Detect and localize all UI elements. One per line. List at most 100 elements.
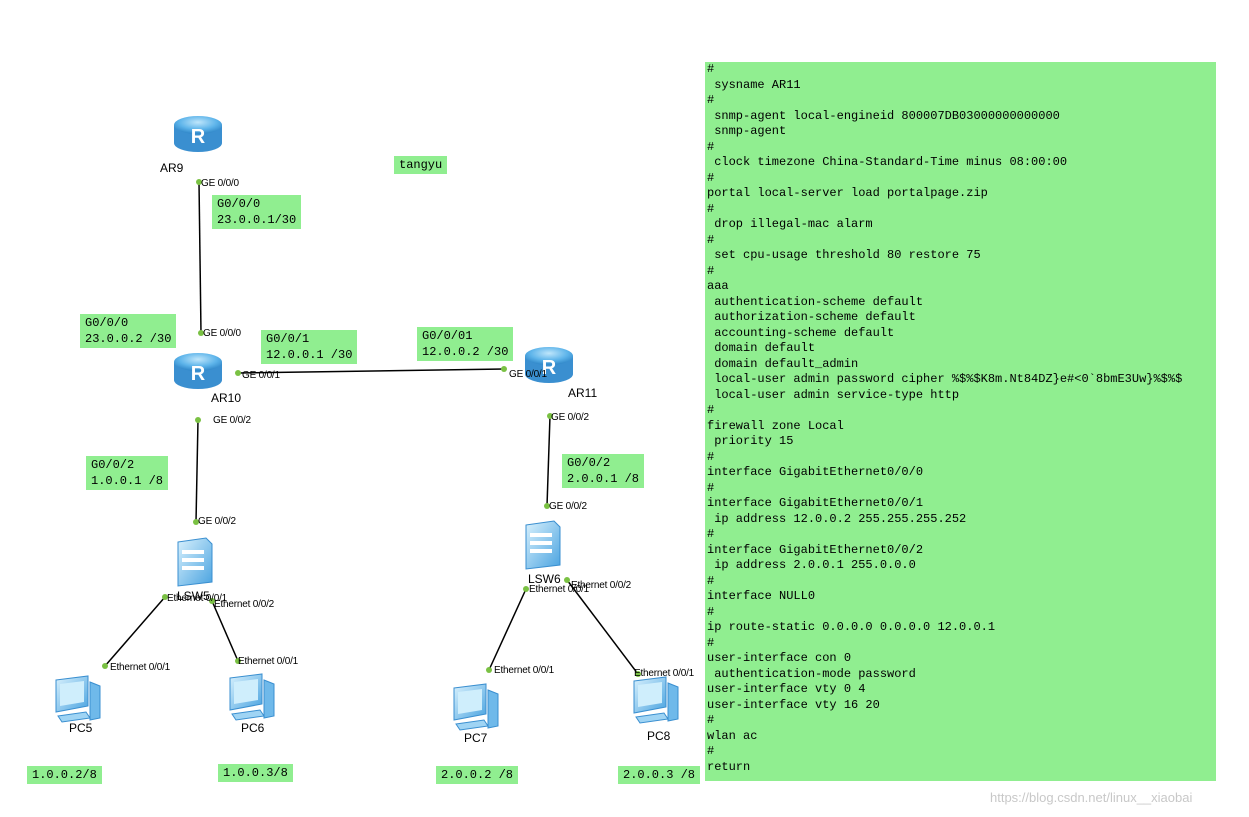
port-dot xyxy=(547,413,553,419)
config-line: priority 15 xyxy=(707,434,794,448)
port-label-lsw5-e002: Ethernet 0/0/2 xyxy=(214,599,275,610)
pc5-icon[interactable] xyxy=(55,675,101,723)
port-label-lsw6-g002: GE 0/0/2 xyxy=(549,501,587,512)
note-pc8-ip[interactable]: 2.0.0.3 /8 xyxy=(618,766,701,784)
config-line: # xyxy=(707,139,715,154)
link-ar10-ar11 xyxy=(237,368,505,374)
label-ar10: AR10 xyxy=(211,391,242,405)
port-label-lsw6-e002: Ethernet 0/0/2 xyxy=(571,580,632,591)
config-line: drop illegal-mac alarm xyxy=(707,217,873,231)
config-line: # xyxy=(707,170,715,185)
link-ar11-lsw6 xyxy=(546,415,551,507)
config-line: # xyxy=(707,232,715,247)
config-line: # xyxy=(707,744,715,758)
pc8-icon[interactable] xyxy=(633,676,679,724)
port-dot xyxy=(209,598,215,604)
port-label-pc6-e001: Ethernet 0/0/1 xyxy=(238,656,299,667)
config-line: # xyxy=(707,480,715,495)
config-line: firewall zone Local xyxy=(707,418,844,433)
config-line: interface GigabitEthernet0/0/2 xyxy=(707,542,924,557)
config-line: ip route-static 0.0.0.0 0.0.0.0 12.0.0.1 xyxy=(707,620,996,634)
config-line: sysname AR11 xyxy=(707,77,801,92)
config-line: local-user admin password cipher %$%$K8m… xyxy=(707,372,1183,386)
port-dot xyxy=(501,366,507,372)
port-dot xyxy=(235,370,241,376)
note-pc7-ip[interactable]: 2.0.0.2 /8 xyxy=(436,766,519,784)
note-pc5-ip[interactable]: 1.0.0.2/8 xyxy=(27,766,102,784)
switch-lsw6-icon[interactable] xyxy=(525,520,561,570)
config-line: wlan ac xyxy=(707,728,758,743)
note-pc6-ip[interactable]: 1.0.0.3/8 xyxy=(218,764,293,782)
config-line: set cpu-usage threshold 80 restore 75 xyxy=(707,248,981,262)
config-line: clock timezone China-Standard-Time minus… xyxy=(707,155,1068,169)
port-dot xyxy=(235,658,241,664)
port-label-lsw5-e001: Ethernet 0/0/1 xyxy=(167,593,228,604)
label-pc5: PC5 xyxy=(69,721,93,735)
port-dot xyxy=(193,519,199,525)
port-dot xyxy=(486,667,492,673)
note-ar10-g000[interactable]: G0/0/0 23.0.0.2 /30 xyxy=(80,314,177,348)
port-label-ar9-g000: GE 0/0/0 xyxy=(201,178,239,189)
config-line: authentication-scheme default xyxy=(707,294,924,309)
port-label-pc5-e001: Ethernet 0/0/1 xyxy=(110,662,171,673)
port-dot xyxy=(544,503,550,509)
config-line: interface GigabitEthernet0/0/0 xyxy=(707,465,924,479)
label-lsw6: LSW6 xyxy=(528,572,561,586)
config-line: domain default xyxy=(707,341,816,355)
port-label-lsw5-g002: GE 0/0/2 xyxy=(198,516,236,527)
pc7-icon[interactable] xyxy=(453,683,499,731)
port-dot xyxy=(196,179,202,185)
config-line: # xyxy=(707,93,715,107)
port-label-pc8-e001: Ethernet 0/0/1 xyxy=(634,668,695,679)
config-line: snmp-agent local-engineid 800007DB030000… xyxy=(707,108,1060,123)
config-line: # xyxy=(707,604,715,619)
link-lsw5-pc5 xyxy=(104,596,166,667)
config-line: snmp-agent xyxy=(707,124,787,138)
config-line: aaa xyxy=(707,279,729,293)
port-label-lsw6-e001: Ethernet 0/0/1 xyxy=(529,584,590,595)
watermark: https://blog.csdn.net/linux__xiaobai xyxy=(990,790,1193,805)
pc6-icon[interactable] xyxy=(229,673,275,721)
config-line: authorization-scheme default xyxy=(707,310,916,324)
config-text-box[interactable]: # sysname AR11# snmp-agent local-enginei… xyxy=(705,62,1216,781)
port-label-ar10-g000: GE 0/0/0 xyxy=(203,328,241,339)
port-label-ar10-g001: GE 0/0/1 xyxy=(242,370,280,381)
port-dot xyxy=(635,671,641,677)
label-lsw5: LSW5 xyxy=(177,589,210,603)
config-line: accounting-scheme default xyxy=(707,325,895,340)
config-line: portal local-server load portalpage.zip xyxy=(707,186,988,200)
config-line: return xyxy=(707,759,751,774)
config-line: # xyxy=(707,263,715,278)
switch-lsw5-icon[interactable] xyxy=(177,537,213,587)
note-ar9-interface[interactable]: G0/0/0 23.0.0.1/30 xyxy=(212,195,302,229)
config-line: user-interface vty 16 20 xyxy=(707,697,880,712)
router-ar9-icon[interactable] xyxy=(174,116,222,152)
note-ar11-g002[interactable]: G0/0/2 2.0.0.1 /8 xyxy=(562,454,645,488)
config-line: # xyxy=(707,635,715,650)
config-line: interface NULL0 xyxy=(707,589,816,603)
note-ar10-g002[interactable]: G0/0/2 1.0.0.1 /8 xyxy=(86,456,169,490)
label-ar11: AR11 xyxy=(568,386,598,400)
port-label-ar11-g002: GE 0/0/2 xyxy=(551,412,589,423)
port-dot xyxy=(102,663,108,669)
config-line: # xyxy=(707,713,715,727)
router-ar10-icon[interactable] xyxy=(174,353,222,389)
note-ar10-g001[interactable]: G0/0/1 12.0.0.1 /30 xyxy=(261,330,358,364)
port-dot xyxy=(523,586,529,592)
config-line: user-interface con 0 xyxy=(707,651,852,665)
config-line: ip address 12.0.0.2 255.255.255.252 xyxy=(707,511,967,526)
note-author[interactable]: tangyu xyxy=(394,156,448,174)
config-line: # xyxy=(707,527,715,541)
config-line: # xyxy=(707,573,715,588)
link-lsw6-pc7 xyxy=(488,588,527,671)
port-label-ar10-g002: GE 0/0/2 xyxy=(213,415,251,426)
config-line: domain default_admin xyxy=(707,356,859,371)
link-ar10-lsw5 xyxy=(195,419,199,523)
config-line: # xyxy=(707,403,715,417)
port-dot xyxy=(198,330,204,336)
link-lsw6-pc8 xyxy=(566,579,639,675)
note-ar11-g001[interactable]: G0/0/01 12.0.0.2 /30 xyxy=(417,327,514,361)
link-ar9-ar10 xyxy=(198,181,202,334)
label-ar9: AR9 xyxy=(160,161,184,175)
